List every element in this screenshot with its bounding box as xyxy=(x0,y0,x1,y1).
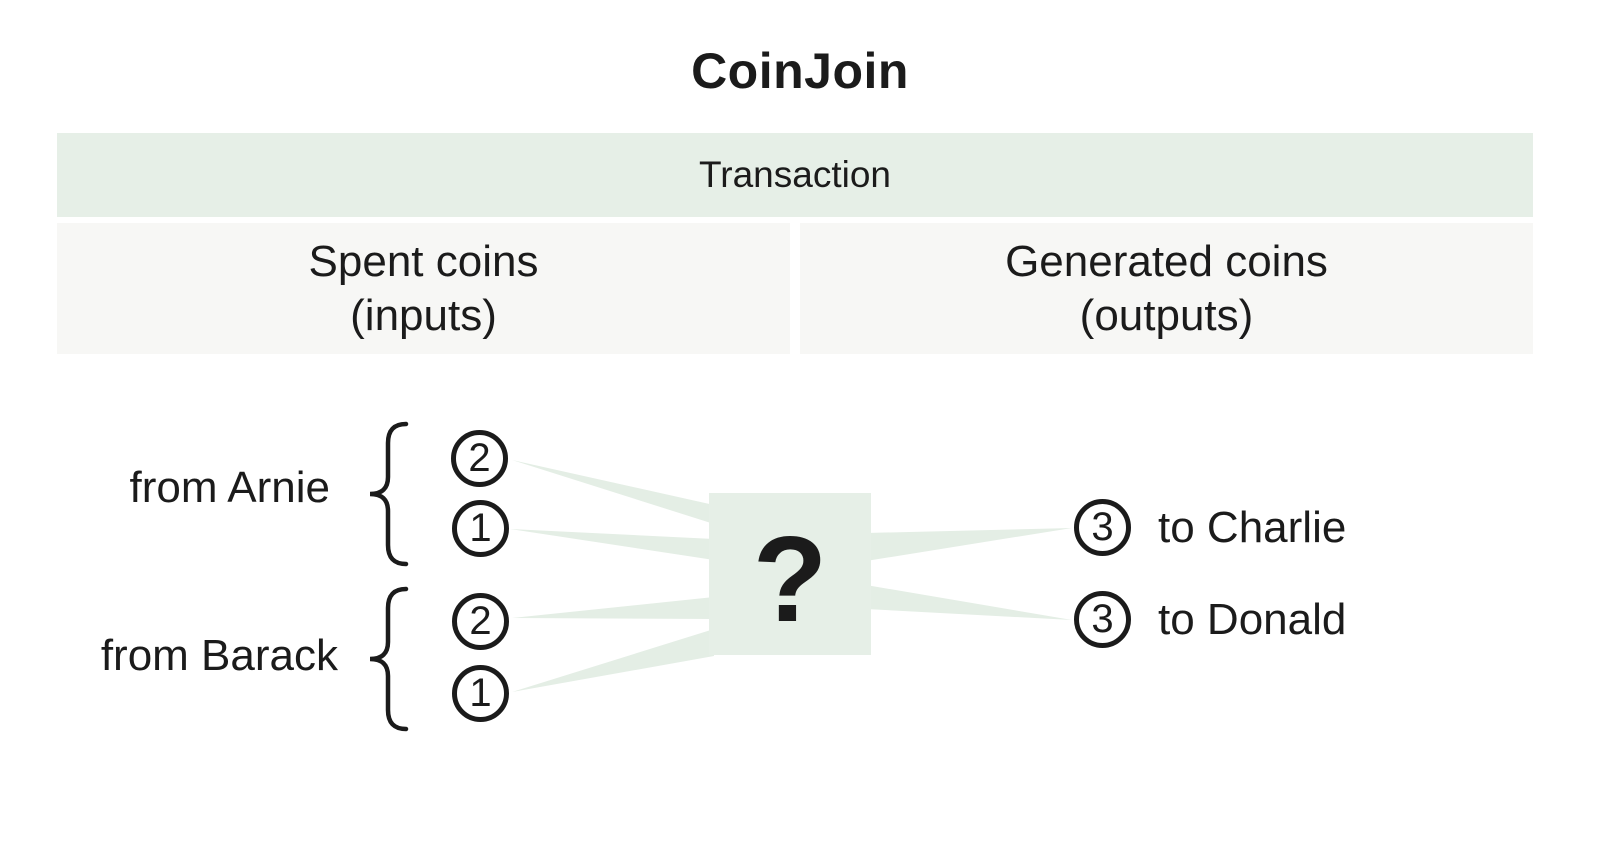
output-label-charlie: to Charlie xyxy=(1158,503,1347,552)
flow-wedge-input-barack-2 xyxy=(512,597,714,619)
coin-input-arnie-2: 2 xyxy=(451,430,508,487)
inputs-header-line1: Spent coins xyxy=(308,236,539,286)
inputs-header-line2: (inputs) xyxy=(350,290,497,340)
brace-arnie-icon xyxy=(369,421,409,567)
mixer-box: ? xyxy=(709,493,871,655)
coin-value: 2 xyxy=(468,436,491,480)
question-mark: ? xyxy=(752,511,828,647)
input-group-label-barack: from Barack xyxy=(100,631,338,680)
outputs-header-line2: (outputs) xyxy=(1079,290,1254,340)
page-title: CoinJoin xyxy=(691,43,909,99)
inputs-column-header: Spent coins (inputs) xyxy=(57,223,790,354)
flow-wedge-output-donald xyxy=(866,585,1072,620)
transaction-header-label: Transaction xyxy=(699,154,891,195)
flow-wedge-input-arnie-2 xyxy=(512,460,714,524)
coin-output-charlie: 3 xyxy=(1074,499,1131,556)
coin-value: 3 xyxy=(1091,597,1114,641)
flow-wedge-output-charlie xyxy=(866,528,1072,561)
outputs-column-header: Generated coins (outputs) xyxy=(800,223,1533,354)
coin-value: 2 xyxy=(469,599,492,643)
brace-barack-icon xyxy=(369,586,409,732)
transaction-header: Transaction xyxy=(57,133,1533,217)
output-label-donald: to Donald xyxy=(1158,595,1347,644)
outputs-header-line1: Generated coins xyxy=(1005,236,1328,286)
coin-input-arnie-1: 1 xyxy=(452,500,509,557)
coin-value: 3 xyxy=(1091,505,1114,549)
coin-input-barack-2: 2 xyxy=(452,593,509,650)
flow-wedge-input-barack-1 xyxy=(512,629,714,692)
coin-output-donald: 3 xyxy=(1074,591,1131,648)
coin-value: 1 xyxy=(469,671,492,715)
coin-value: 1 xyxy=(469,506,492,550)
flow-wedge-input-arnie-1 xyxy=(510,529,714,560)
input-group-label-arnie: from Arnie xyxy=(129,463,330,512)
coin-input-barack-1: 1 xyxy=(452,665,509,722)
